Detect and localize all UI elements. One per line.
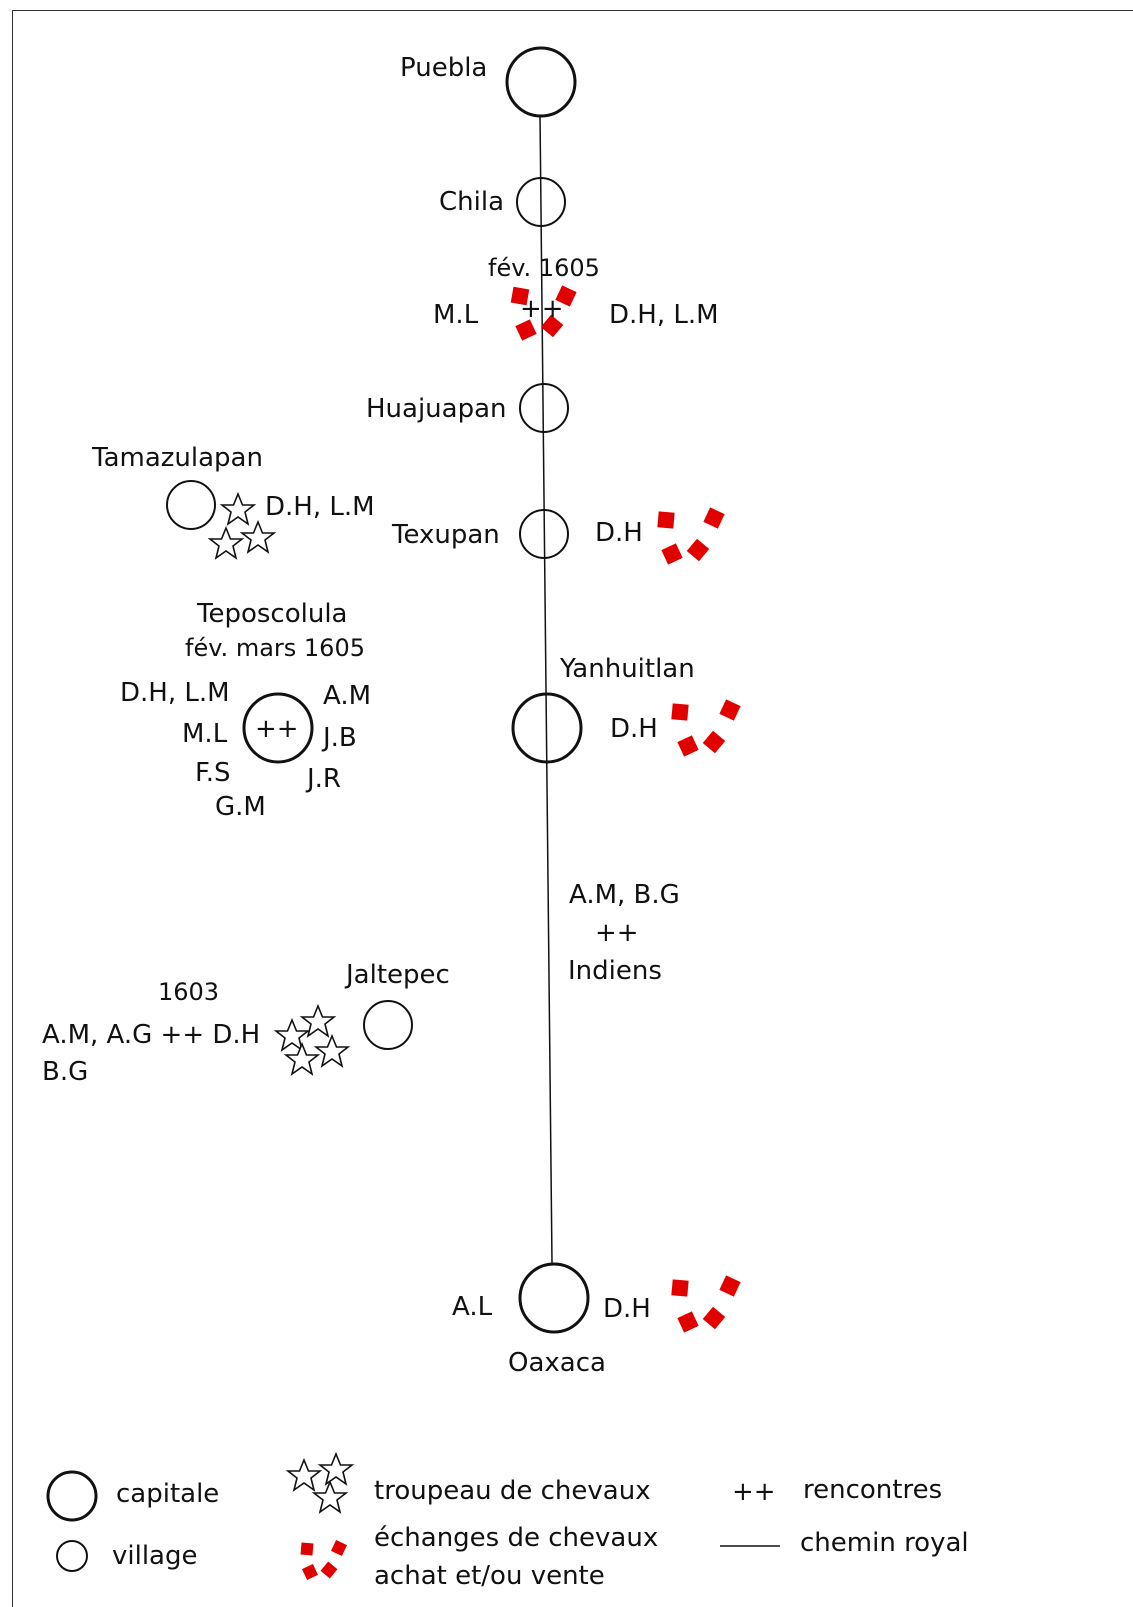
texupan-village-marker <box>519 509 569 559</box>
chila-village-marker <box>516 177 566 227</box>
place-tamazulapan: Tamazulapan <box>92 443 263 473</box>
tepo-gm: G.M <box>215 792 266 822</box>
place-texupan: Texupan <box>392 520 500 550</box>
legend-exchange-icon <box>300 1540 347 1580</box>
tepo-jr: J.R <box>307 764 341 794</box>
tepo-dh-lm: D.H, L.M <box>120 678 230 708</box>
place-huajuapan: Huajuapan <box>366 394 507 424</box>
yanhuitlan-people: D.H <box>610 714 658 744</box>
tepo-fs: F.S <box>195 758 231 788</box>
legend-exchange-label-1: échanges de chevaux <box>374 1523 659 1553</box>
tepo-meeting: ++ <box>255 714 299 744</box>
place-teposcolula: Teposcolula <box>197 599 348 629</box>
jaltepec-village-marker <box>363 1000 413 1050</box>
huajuapan-village-marker <box>519 383 569 433</box>
teposcolula-capital-marker <box>242 692 314 764</box>
place-puebla: Puebla <box>400 53 488 83</box>
tepo-ml: M.L <box>182 719 228 749</box>
oaxaca-left-people: A.L <box>452 1292 493 1322</box>
legend-capital-icon <box>46 1470 98 1522</box>
yanhuitlan-exchange-icon <box>671 699 741 757</box>
map-frame <box>12 10 1133 1607</box>
oaxaca-capital-marker <box>518 1262 590 1334</box>
teposcolula-date: fév. mars 1605 <box>185 634 365 662</box>
jaltepec-herd-icon <box>275 1005 349 1075</box>
oaxaca-exchange-icon <box>671 1275 741 1333</box>
road-meeting: ++ <box>595 918 639 948</box>
tepo-jb: J.B <box>323 723 357 753</box>
puebla-capital-marker <box>505 46 577 118</box>
legend-herd-icon <box>287 1453 353 1513</box>
place-chila: Chila <box>439 187 505 217</box>
oaxaca-right-people: D.H <box>603 1294 651 1324</box>
texupan-people: D.H <box>595 518 643 548</box>
chila-date: fév. 1605 <box>488 254 600 282</box>
place-oaxaca: Oaxaca <box>508 1348 606 1378</box>
legend-meet-label: rencontres <box>803 1475 943 1505</box>
legend-village-icon <box>56 1540 88 1572</box>
jaltepec-bg: B.G <box>42 1057 89 1087</box>
legend-exchange-label-2: achat et/ou vente <box>374 1561 605 1591</box>
tepo-am: A.M <box>323 681 372 711</box>
chila-meeting: ++ <box>520 294 564 324</box>
chila-exchange-icon <box>510 285 577 341</box>
jaltepec-people: A.M, A.G ++ D.H <box>42 1020 261 1050</box>
legend-capital-label: capitale <box>116 1479 220 1509</box>
legend-village-label: village <box>112 1541 198 1571</box>
tamazulapan-people: D.H, L.M <box>265 492 375 522</box>
legend-road-label: chemin royal <box>800 1528 969 1558</box>
legend-herd-label: troupeau de chevaux <box>374 1476 651 1506</box>
road-indiens: Indiens <box>568 956 662 986</box>
chila-left-people: M.L <box>433 300 479 330</box>
legend-meet-symbol: ++ <box>732 1477 776 1507</box>
road-people: A.M, B.G <box>569 880 680 910</box>
tamazulapan-village-marker <box>166 480 216 530</box>
yanhuitlan-capital-marker <box>511 692 583 764</box>
place-yanhuitlan: Yanhuitlan <box>560 654 695 684</box>
chila-right-people: D.H, L.M <box>609 300 719 330</box>
texupan-exchange-icon <box>657 507 725 565</box>
chemin-royal-line <box>539 114 553 1264</box>
place-jaltepec: Jaltepec <box>346 960 450 990</box>
jaltepec-year: 1603 <box>158 978 220 1006</box>
